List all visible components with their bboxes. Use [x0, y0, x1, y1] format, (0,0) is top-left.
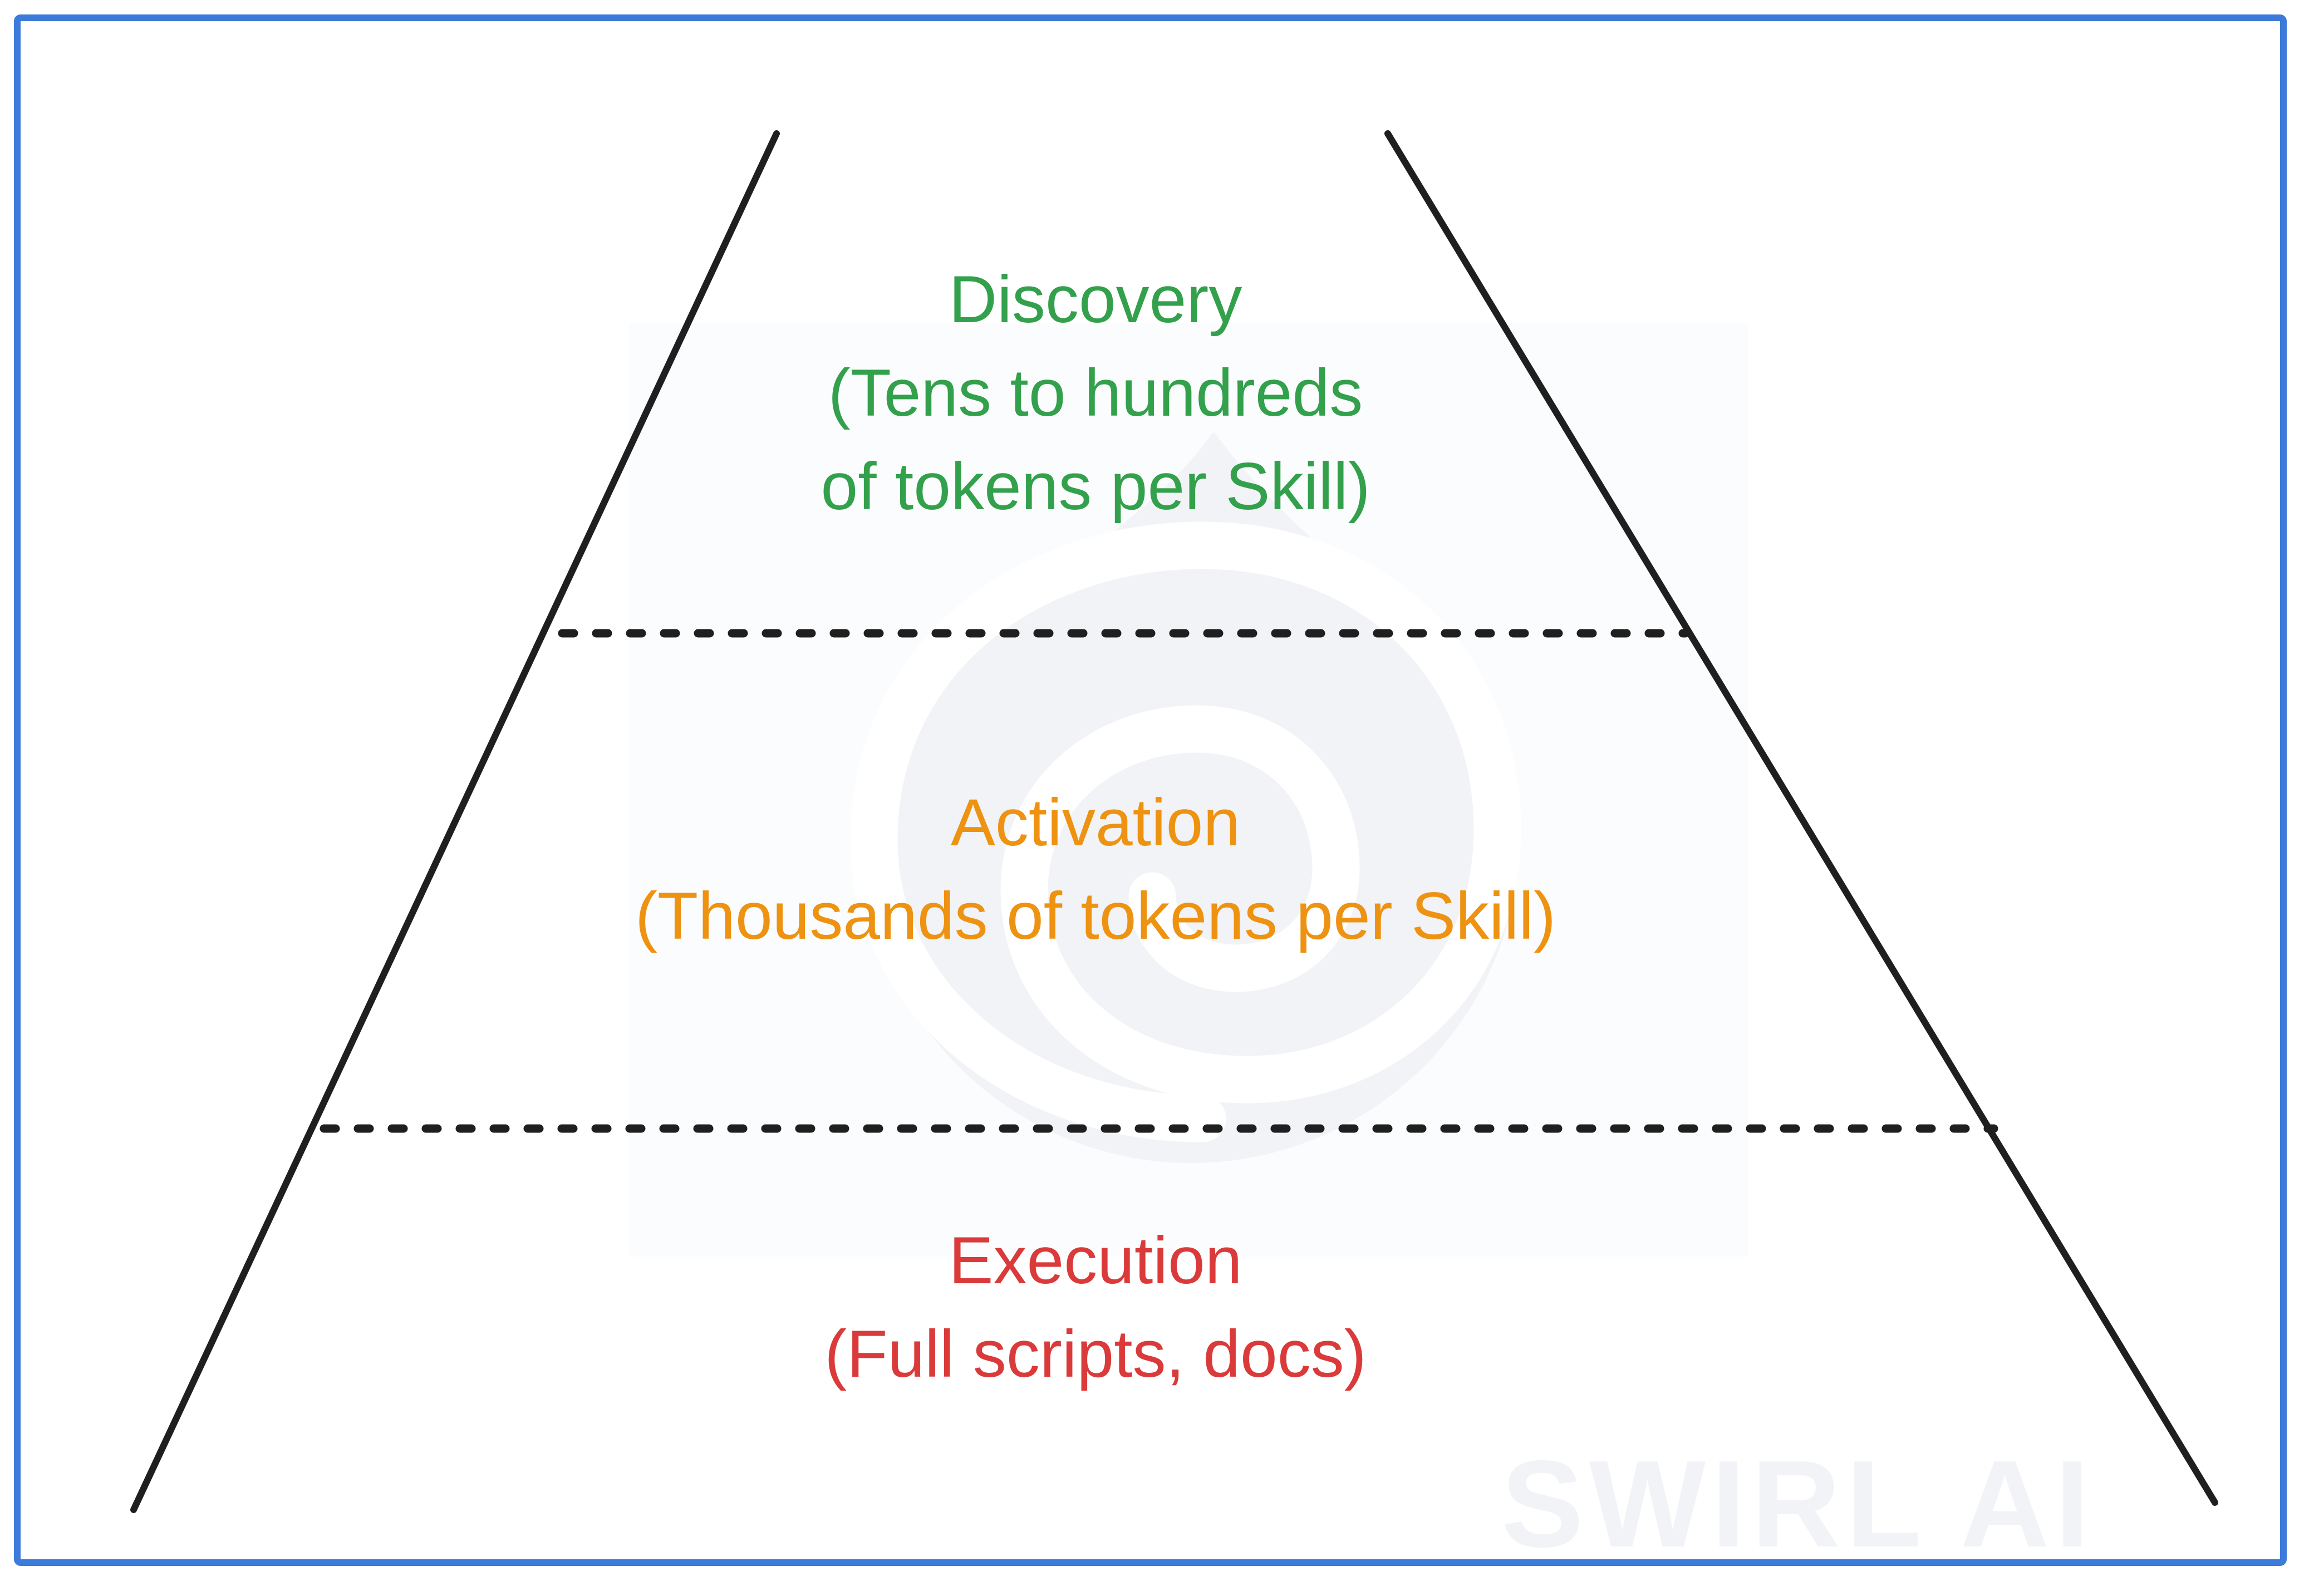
- tier-discovery-detail: of tokens per Skill): [821, 449, 1370, 524]
- swirl-droplet-icon: [850, 431, 1521, 1163]
- funnel-right-edge-line: [1384, 130, 2218, 1506]
- tier-discovery-detail: (Tens to hundreds: [828, 356, 1363, 430]
- tier-activation-detail: (Thousands of tokens per Skill): [635, 879, 1556, 953]
- swirl-spiral-cutout: [850, 521, 1521, 1142]
- watermark-text: SWIRL AI: [1501, 1435, 2095, 1573]
- tier-discovery-title: Discovery: [949, 262, 1242, 337]
- tier-execution-detail: (Full scripts, docs): [824, 1317, 1367, 1391]
- tier-execution: Execution (Full scripts, docs): [824, 1214, 1366, 1401]
- tier-discovery: Discovery (Tens to hundreds of tokens pe…: [821, 253, 1370, 533]
- funnel-left-edge-line: [130, 130, 780, 1513]
- tier-activation-title: Activation: [950, 785, 1241, 860]
- watermark: SWIRL AI: [629, 323, 2089, 1566]
- tier-execution-title: Execution: [949, 1223, 1242, 1298]
- tier-activation: Activation (Thousands of tokens per Skil…: [635, 776, 1556, 963]
